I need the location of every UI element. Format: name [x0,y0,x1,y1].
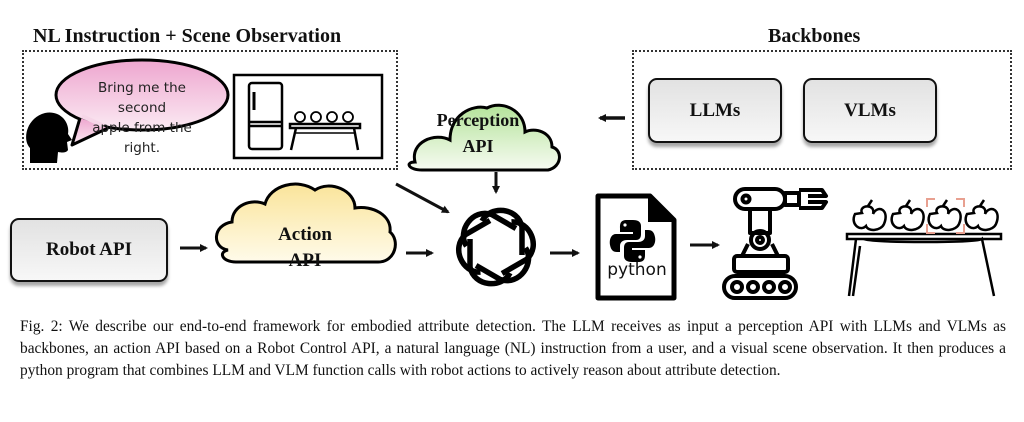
python-label: python [607,260,667,280]
robot-icon [722,187,828,300]
instruction-panel-title: NL Instruction + Scene Observation [33,25,342,47]
action-line-1: Action [278,224,332,245]
diagram-graphics [26,58,1003,301]
arrow-instruction-to-llm [395,182,450,214]
robot-api-box: Robot API [10,218,168,282]
python-file-icon [595,193,677,301]
action-api-label: Action API [250,222,360,274]
perception-api-label: Perception API [418,107,538,159]
instruction-panel [22,50,398,170]
python-logo-icon [609,220,656,262]
speech-bubble [54,58,230,147]
person-head-icon [26,112,72,163]
speech-bubble-text: Bring me the second apple from the right… [80,78,204,158]
fridge-icon [247,81,284,151]
figure-caption: Fig. 2: We describe our end-to-end frame… [20,318,1006,379]
speech-line-2: apple from the right. [92,120,192,156]
backbones-panel [632,50,1012,170]
openai-logo-icon [451,206,541,288]
action-api-cloud [215,182,397,264]
target-highlight-box [926,198,965,234]
backbones-panel-title: Backbones [768,25,861,47]
output-apples-icon [852,199,999,232]
output-table-icon [845,232,1003,297]
scene-observation-image [232,73,384,160]
perception-line-2: API [462,136,494,156]
small-table-icon [288,122,362,151]
perception-line-1: Perception [436,110,520,130]
small-apples-icon [294,111,354,123]
backbone-llms: LLMs [648,78,782,143]
speech-line-1: Bring me the second [98,80,186,116]
backbone-vlms: VLMs [803,78,937,143]
perception-api-cloud [407,103,561,172]
action-line-2: API [288,250,322,271]
